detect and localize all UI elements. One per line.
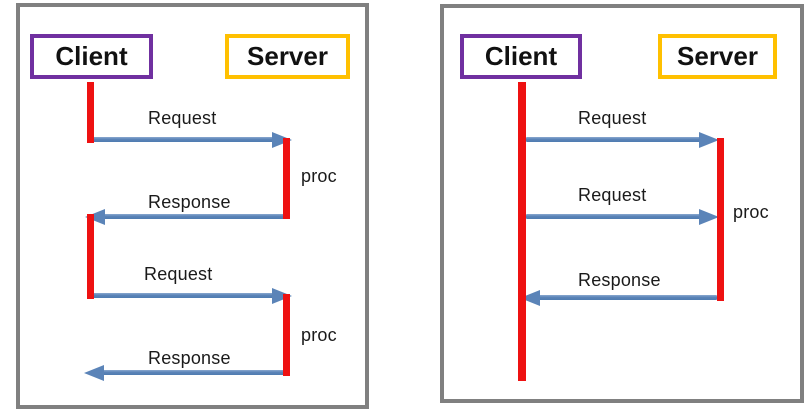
response-label: Response xyxy=(578,270,661,290)
server-actor-label: Server xyxy=(677,41,758,71)
proc-label: proc xyxy=(733,202,769,222)
arrow-shaft xyxy=(526,137,705,142)
proc-label: proc xyxy=(301,166,337,186)
request-arrow xyxy=(526,132,719,148)
server-actor-label: Server xyxy=(247,41,328,71)
response-arrow xyxy=(520,290,717,306)
request-label: Request xyxy=(144,264,213,284)
request-label: Request xyxy=(148,108,217,128)
client-actor-box: Client xyxy=(460,34,582,79)
response-arrow xyxy=(84,365,288,381)
request-arrow xyxy=(92,132,292,148)
arrow-head xyxy=(84,365,104,381)
server-activation-bar xyxy=(283,138,290,219)
arrow-head xyxy=(699,209,719,225)
arrow-shaft xyxy=(92,137,278,142)
arrow-head xyxy=(699,132,719,148)
arrow-shaft xyxy=(92,293,278,298)
client-actor-label: Client xyxy=(484,41,558,71)
client-activation-bar xyxy=(87,214,94,299)
request-label: Request xyxy=(578,108,647,128)
client-activation-bar xyxy=(518,82,526,381)
arrow-shaft xyxy=(534,295,717,300)
arrow-shaft xyxy=(526,214,705,219)
response-label: Response xyxy=(148,192,231,212)
request-arrow xyxy=(526,209,719,225)
response-label: Response xyxy=(148,348,231,368)
server-actor-box: Server xyxy=(658,34,777,79)
client-actor-label: Client xyxy=(55,41,128,71)
arrow-shaft xyxy=(99,214,288,219)
arrow-shaft xyxy=(98,370,288,375)
client-actor-box: Client xyxy=(30,34,153,79)
server-activation-bar xyxy=(283,294,290,376)
client-activation-bar xyxy=(87,82,94,143)
proc-label: proc xyxy=(301,325,337,345)
request-arrow xyxy=(92,288,292,304)
server-activation-bar xyxy=(717,138,724,301)
server-actor-box: Server xyxy=(225,34,350,79)
request-label: Request xyxy=(578,185,647,205)
sequence-panel-right: Client Server Request Request proc Respo… xyxy=(440,4,804,403)
sequence-panel-left: Client Server Request proc Response Requ… xyxy=(16,3,369,409)
